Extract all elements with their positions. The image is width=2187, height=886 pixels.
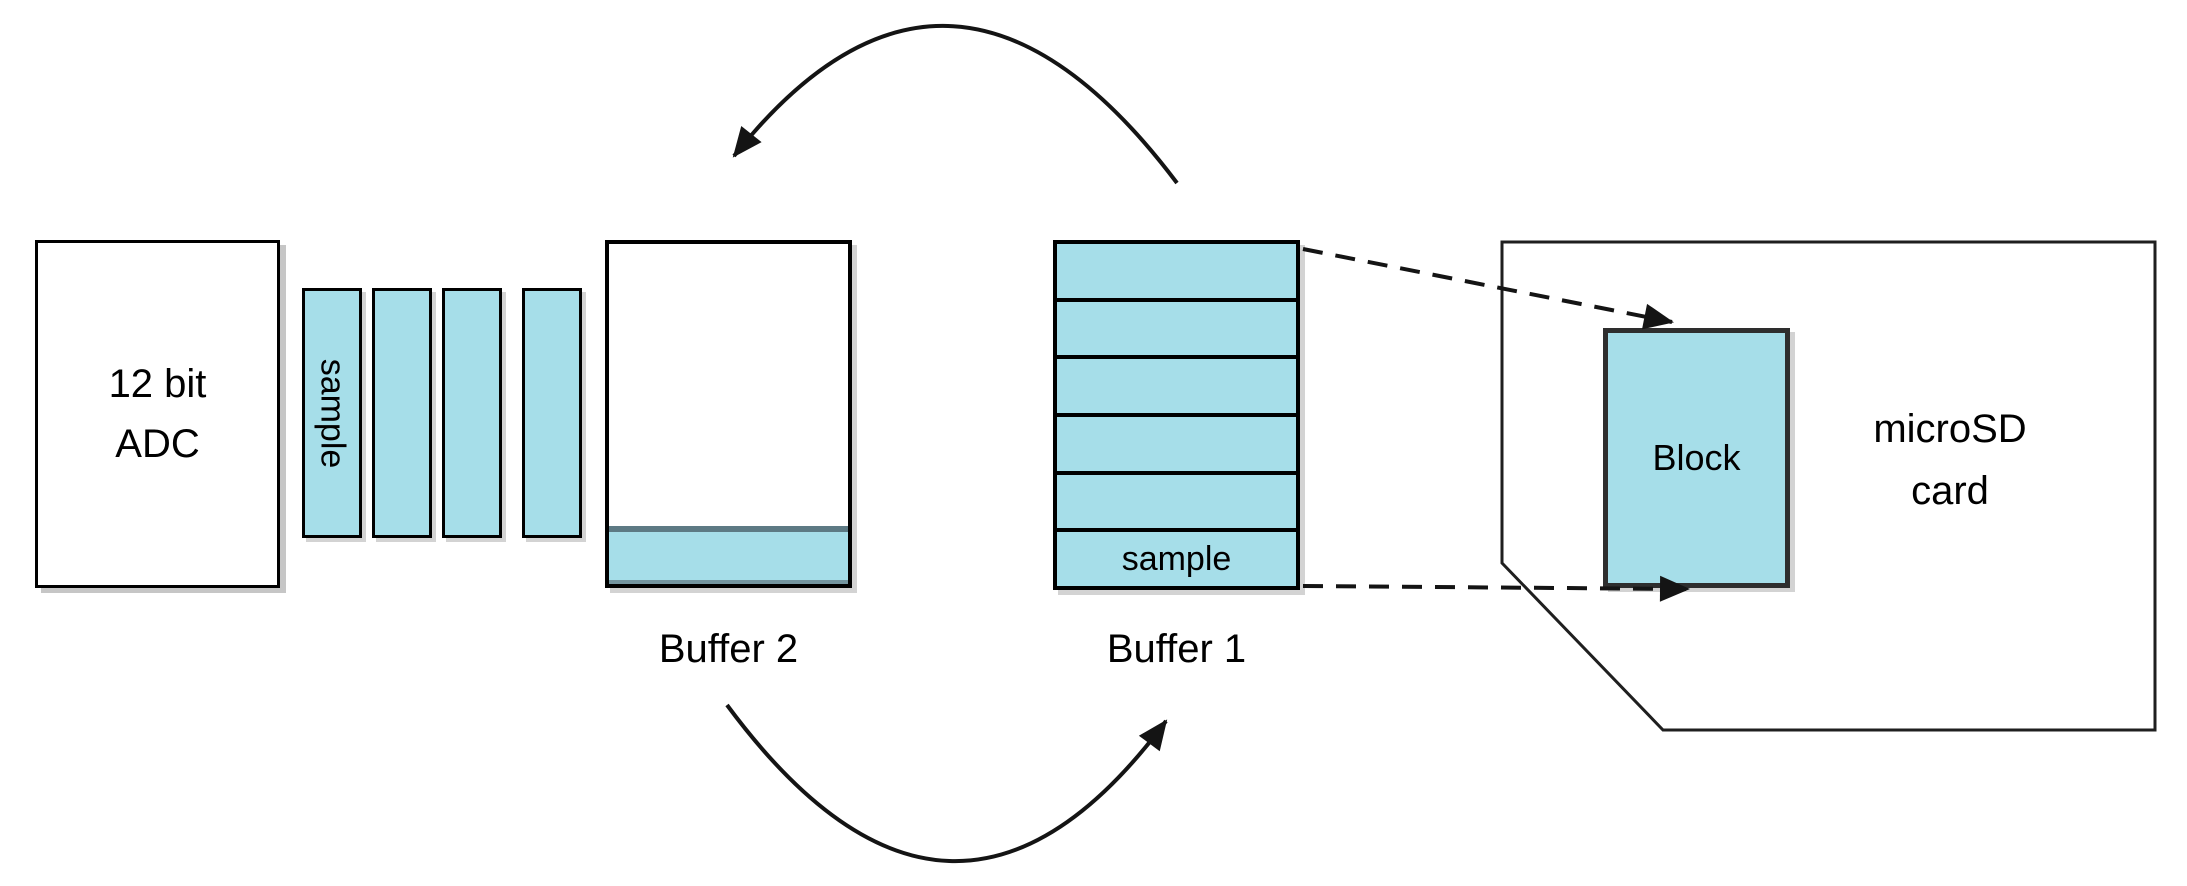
sample-strip-2 [372,288,432,538]
buffer1-row-6: sample [1057,532,1296,587]
buffer2-label-text: Buffer 2 [658,626,799,671]
block-box: Block [1603,328,1790,588]
adc-label-line2: ADC [115,422,200,466]
adc-box: 12 bit ADC [35,240,280,588]
buffer1-label-text: Buffer 1 [1106,626,1247,671]
buffer2-box [605,240,852,588]
buffer1-row-5 [1057,474,1296,533]
sample-strip-4 [522,288,582,538]
buffer1-row-2 [1057,301,1296,360]
adc-label-line1: 12 bit [108,362,207,406]
microsd-label-line2: card [1911,469,1989,513]
buffer1-row-4 [1057,417,1296,475]
buffer1-row-3 [1057,359,1296,418]
block-label-text: Block [1652,437,1741,478]
microsd-card-label: microSD card [1800,398,2100,522]
buffer2-filled-band [609,526,848,584]
buffer1-row-1 [1057,244,1296,302]
microsd-label-line1: microSD [1873,407,2027,451]
buffer1-label: Buffer 1 [1053,626,1300,672]
dashed-arrow-buffer1-to-block-top [1302,247,1674,330]
sample-strip-3 [442,288,502,538]
sample-strip-1: sample [302,288,362,538]
buffer2-label: Buffer 2 [605,626,852,672]
swap-arc-top [732,24,1179,185]
buffer1-box: sample [1053,240,1300,590]
sample-strip-label: sample [313,358,352,468]
swap-arc-bottom [725,703,1168,863]
buffer1-sample-label: sample [1121,539,1232,578]
